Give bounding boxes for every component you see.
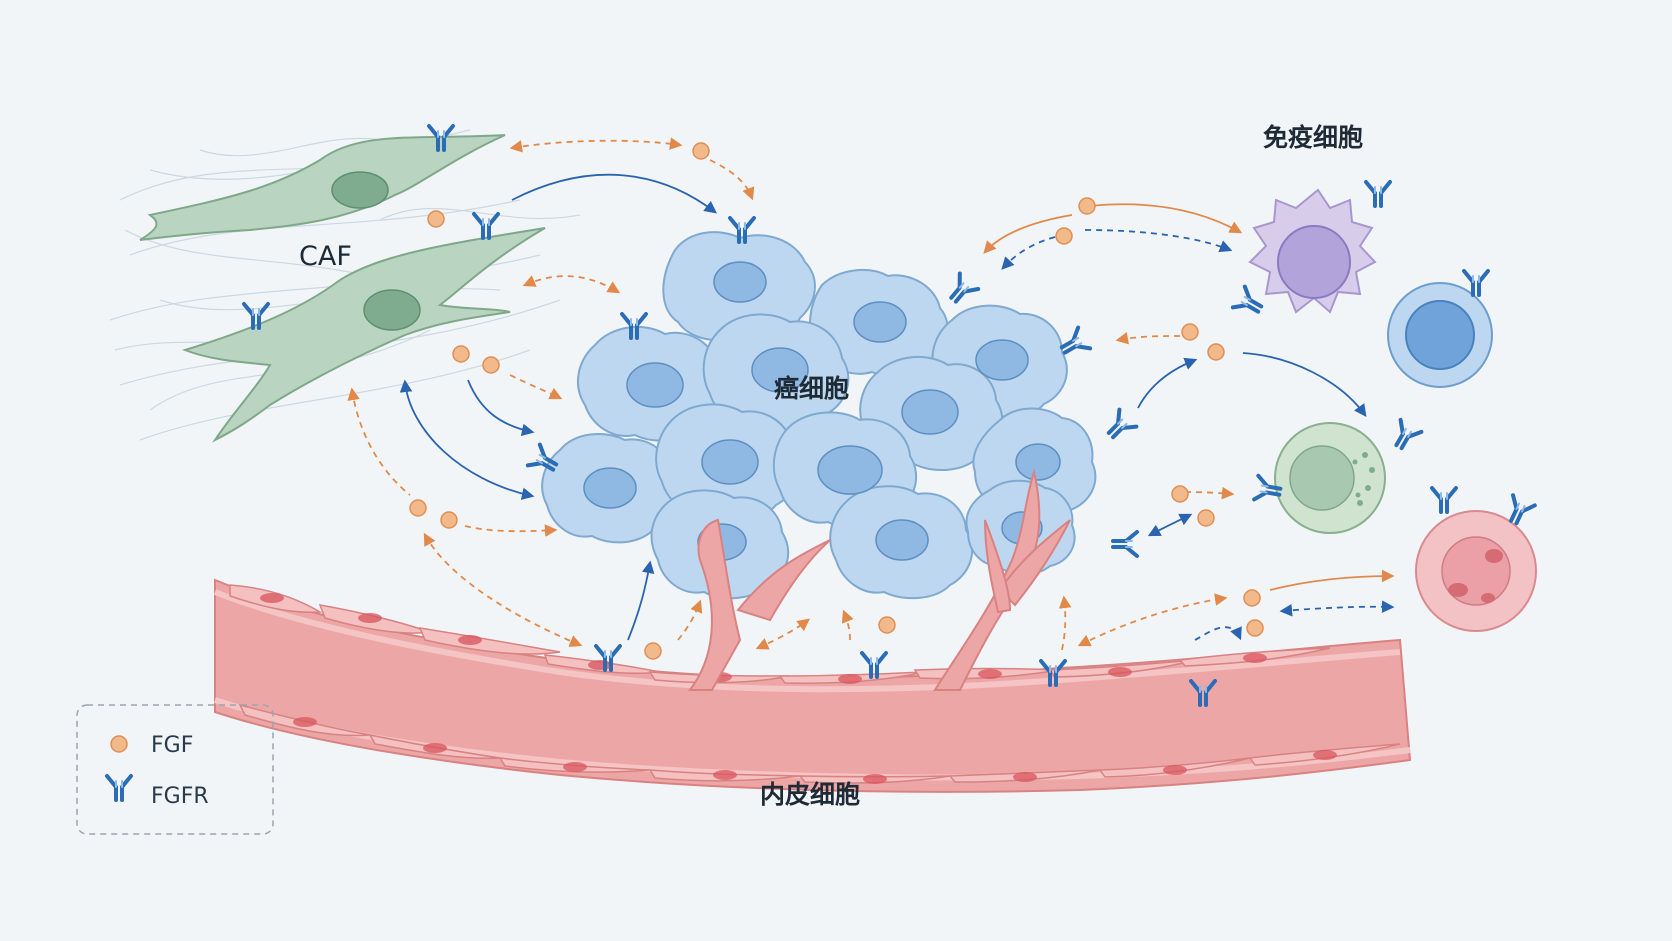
cancer-cell-nucleus	[583, 261, 1061, 561]
legend-fgfr-icon	[105, 774, 133, 802]
label-endothelial-cells: 内皮细胞	[760, 780, 860, 809]
blood-vessel	[213, 578, 1412, 793]
label-caf: CAF	[299, 241, 352, 272]
signaling-arrows	[347, 137, 1395, 651]
immune-nk-cell	[1274, 422, 1386, 534]
immune-granulocyte	[1415, 510, 1537, 632]
label-immune-cells: 免疫细胞	[1263, 123, 1363, 152]
legend-fgfr-label: FGFR	[151, 784, 209, 809]
immune-macrophage	[1248, 188, 1377, 314]
legend-fgf-icon	[110, 735, 128, 753]
legend: FGF FGFR	[76, 704, 274, 835]
immune-lymphocyte-blue	[1387, 282, 1493, 388]
cancer-cell-cluster	[541, 231, 1097, 600]
legend-fgf-label: FGF	[151, 733, 193, 758]
caf-cell-bottom	[181, 227, 546, 443]
label-cancer-cells: 癌细胞	[774, 374, 849, 403]
angiogenic-sprouts	[688, 468, 1071, 691]
caf-cell-top	[139, 134, 506, 241]
